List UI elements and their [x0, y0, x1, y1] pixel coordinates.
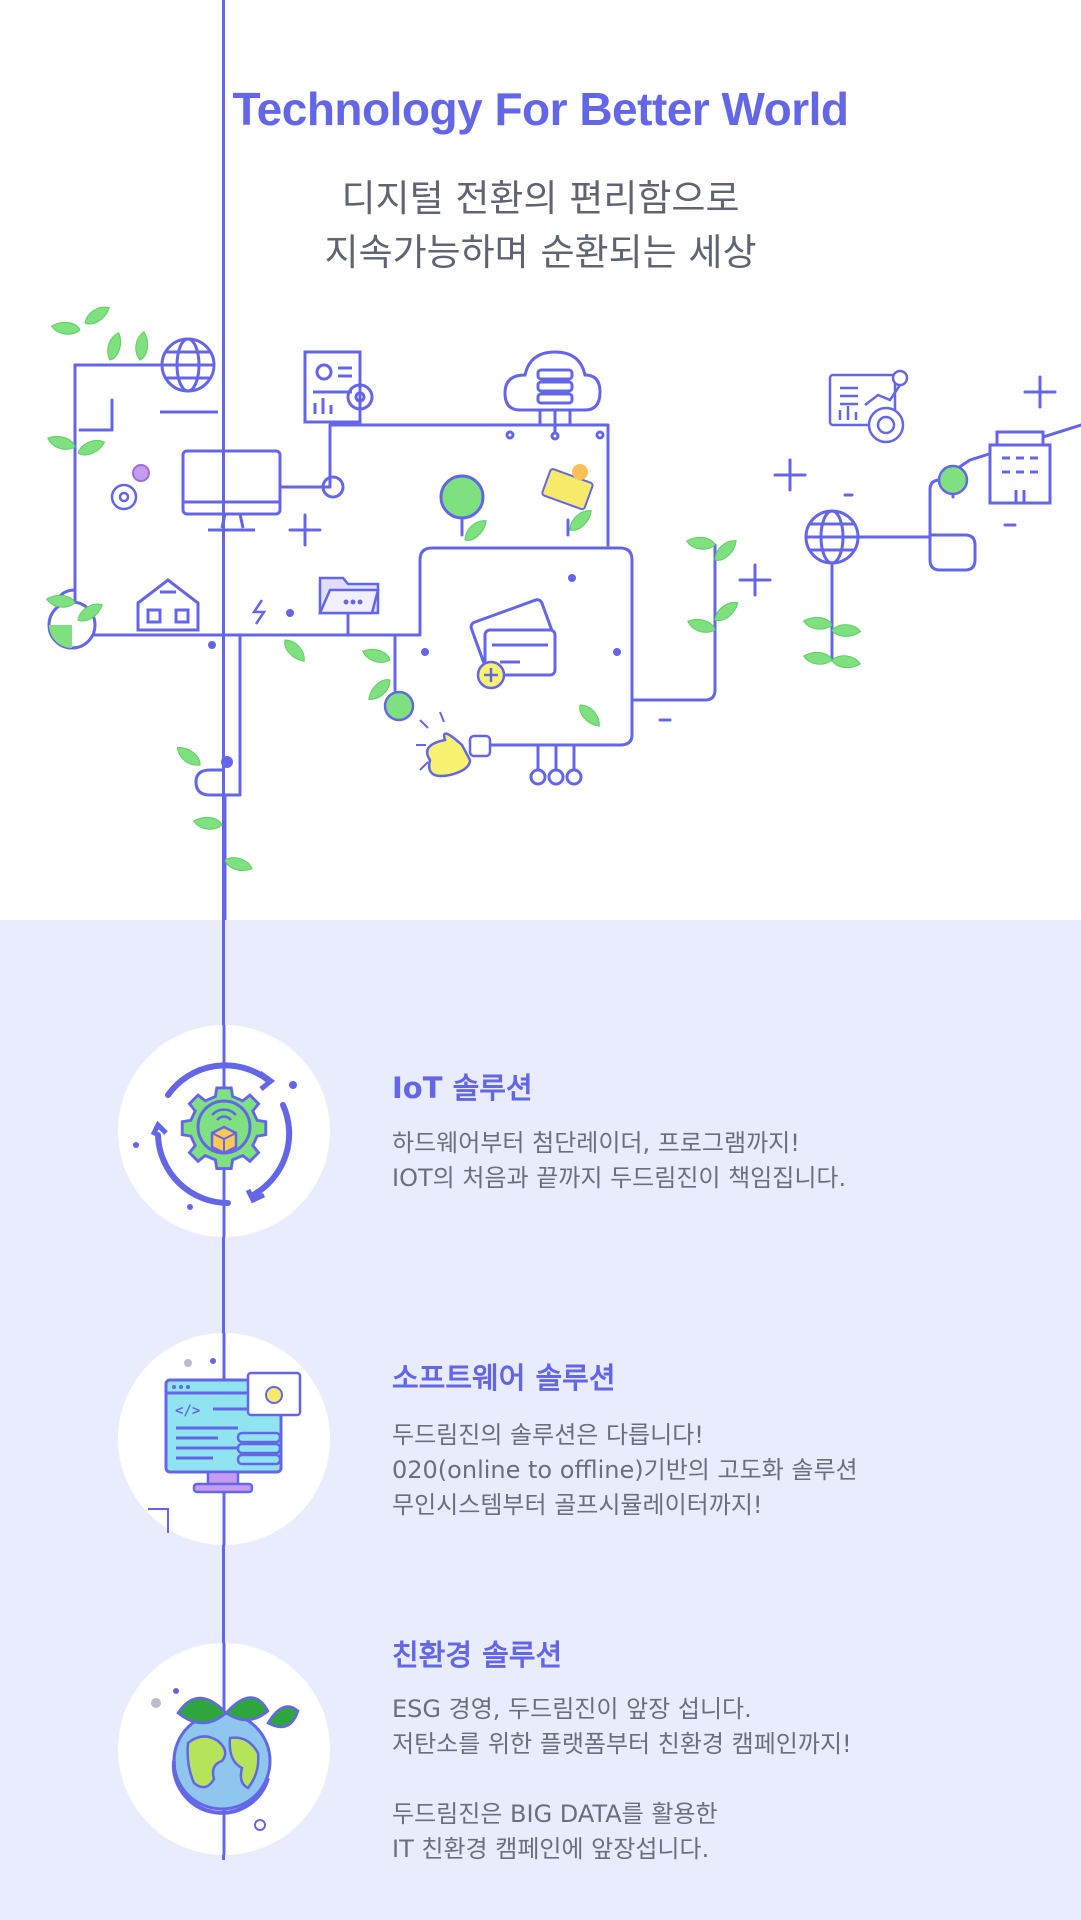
- iot-gear-icon: [133, 1025, 297, 1237]
- software-screen-icon: </>: [148, 1333, 302, 1545]
- building-icon: [988, 430, 1052, 505]
- folder-icon: [318, 576, 380, 615]
- gear-icon: [110, 483, 138, 511]
- subtitle-line-1: 디지털 전환의 편리함으로: [341, 177, 740, 220]
- iot-solution-badge: [118, 1025, 330, 1237]
- svg-text:</>: </>: [175, 1403, 200, 1419]
- description-line: 두드림진의 솔루션은 다릅니다!: [392, 1421, 704, 1449]
- page-title: Technology For Better World: [232, 83, 849, 135]
- subtitle-line-2: 지속가능하며 순환되는 세상: [324, 231, 757, 274]
- earth-leaf-icon: [151, 1643, 300, 1855]
- hero-section: Technology For Better World 디지털 전환의 편리함으…: [0, 0, 1081, 920]
- eco-solution-description: ESG 경영, 두드림진이 앞장 섭니다. 저탄소를 위한 플랫폼부터 친환경 …: [392, 1692, 852, 1867]
- page-subtitle: 디지털 전환의 편리함으로 지속가능하며 순환되는 세상: [0, 172, 1081, 280]
- description-line: IT 친환경 캠페인에 앞장섭니다.: [392, 1835, 710, 1863]
- analytics-icon: [828, 369, 909, 444]
- credit-card-icon: [541, 464, 594, 511]
- description-line: ESG 경영, 두드림진이 앞장 섭니다.: [392, 1695, 752, 1723]
- monitor-icon: [181, 449, 282, 532]
- document-settings-icon: [303, 350, 374, 424]
- lightbulb-icon: [416, 711, 492, 778]
- software-solution-badge: </>: [118, 1333, 330, 1545]
- timeline-line: [222, 0, 225, 1860]
- iot-solution-description: 하드웨어부터 첨단레이더, 프로그램까지! IOT의 처음과 끝까지 두드림진이…: [392, 1126, 846, 1196]
- technology-network-illustration: [44, 304, 1081, 920]
- software-solution-title: 소프트웨어 솔루션: [392, 1361, 616, 1395]
- description-spacer: [392, 1762, 852, 1797]
- eco-solution-badge: [118, 1643, 330, 1855]
- software-solution-description: 두드림진의 솔루션은 다릅니다! 020(online to offline)기…: [392, 1418, 858, 1523]
- description-line: 두드림진은 BIG DATA를 활용한: [392, 1800, 718, 1828]
- description-line: 하드웨어부터 첨단레이더, 프로그램까지!: [392, 1129, 800, 1157]
- description-line: 020(online to offline)기반의 고도화 솔루션: [392, 1456, 858, 1484]
- description-line: 저탄소를 위한 플랫폼부터 친환경 캠페인까지!: [392, 1730, 852, 1758]
- iot-solution-title: IoT 솔루션: [392, 1071, 533, 1105]
- description-line: 무인시스템부터 골프시뮬레이터까지!: [392, 1491, 763, 1519]
- house-icon: [136, 578, 200, 632]
- eco-solution-title: 친환경 솔루션: [392, 1638, 563, 1672]
- globe-icon: [160, 337, 216, 393]
- description-line: IOT의 처음과 끝까지 두드림진이 책임집니다.: [392, 1164, 847, 1192]
- cloud-database-icon: [503, 350, 605, 441]
